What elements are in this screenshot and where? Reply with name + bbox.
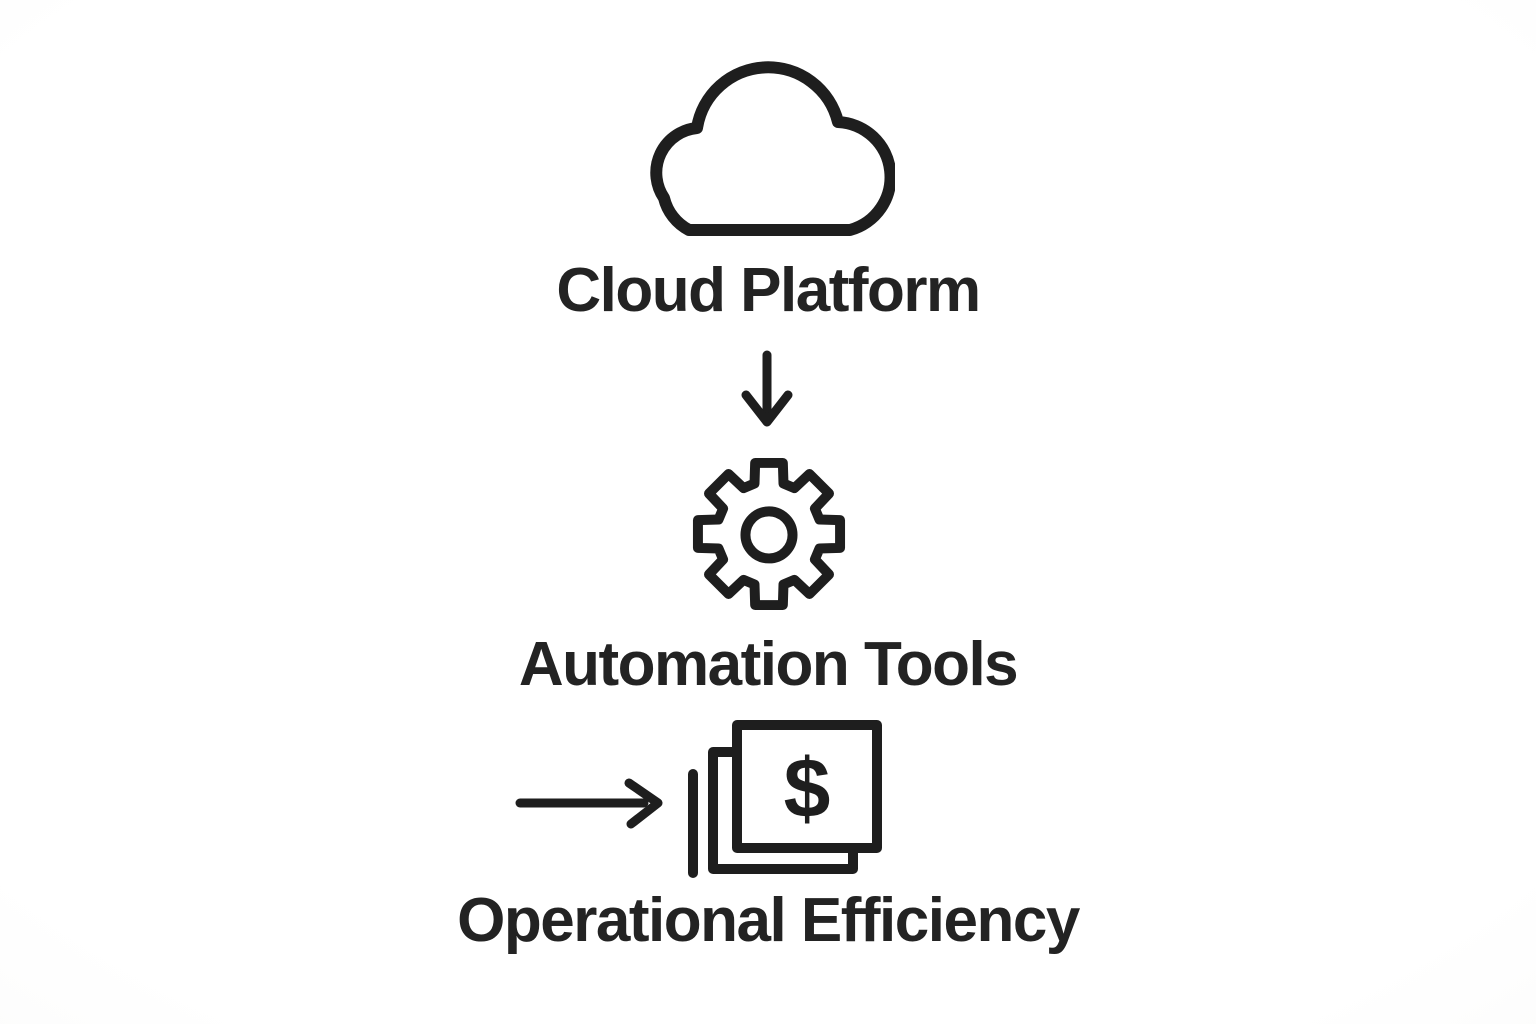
cloud-icon bbox=[625, 60, 895, 240]
money-stack-icon: $ bbox=[680, 716, 910, 882]
gear-icon bbox=[683, 448, 855, 620]
arrow-down-icon bbox=[735, 350, 799, 434]
node-label-operational-efficiency: Operational Efficiency bbox=[457, 886, 1080, 955]
dollar-sign-glyph: $ bbox=[784, 741, 831, 835]
node-label-cloud-platform: Cloud Platform bbox=[556, 256, 981, 325]
arrow-right-icon bbox=[512, 770, 672, 834]
node-label-automation-tools: Automation Tools bbox=[518, 630, 1019, 699]
